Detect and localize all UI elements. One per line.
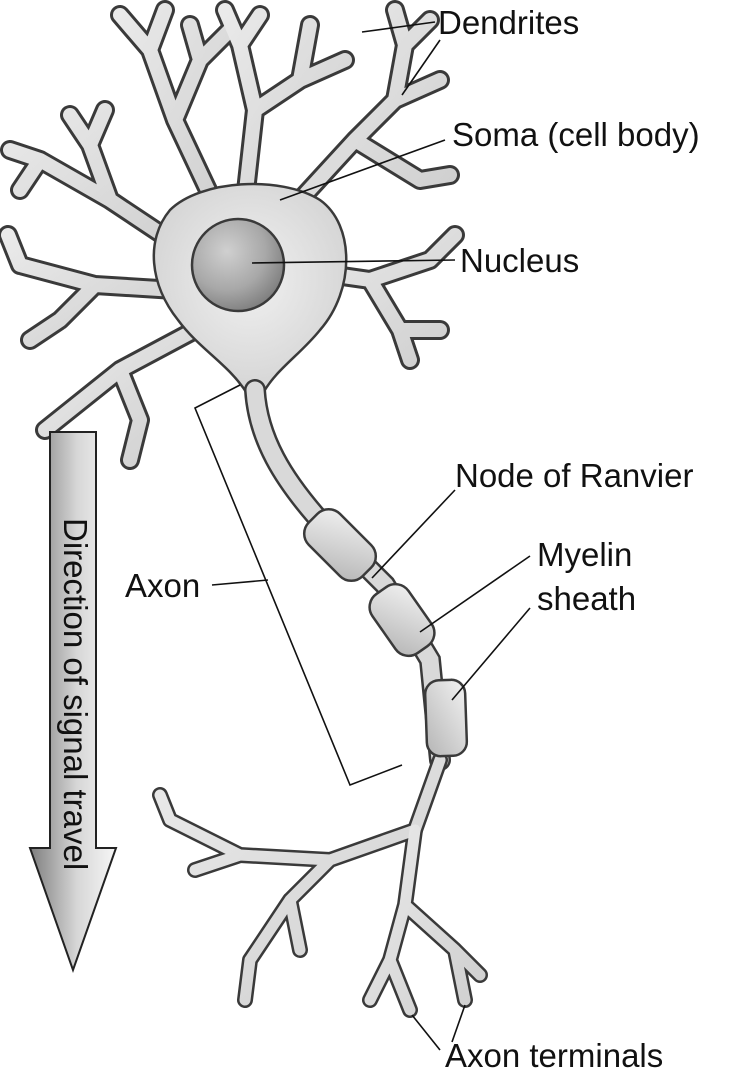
axon-terminals-group	[160, 760, 480, 1010]
label-myelin-line1: Myelin	[537, 536, 632, 573]
arrow-label: Direction of signal travel	[57, 518, 94, 870]
label-dendrites: Dendrites	[438, 4, 579, 41]
myelin-sheath-segment	[425, 679, 468, 756]
label-node-of-ranvier: Node of Ranvier	[455, 457, 693, 494]
label-myelin-line2: sheath	[537, 580, 636, 617]
signal-direction-arrow: Direction of signal travel	[30, 432, 116, 970]
leader-lines	[212, 22, 530, 1050]
label-soma: Soma (cell body)	[452, 116, 700, 153]
label-axon: Axon	[125, 567, 200, 604]
label-nucleus: Nucleus	[460, 242, 579, 279]
label-axon-terminals: Axon terminals	[445, 1037, 663, 1074]
nucleus-circle	[192, 219, 284, 311]
